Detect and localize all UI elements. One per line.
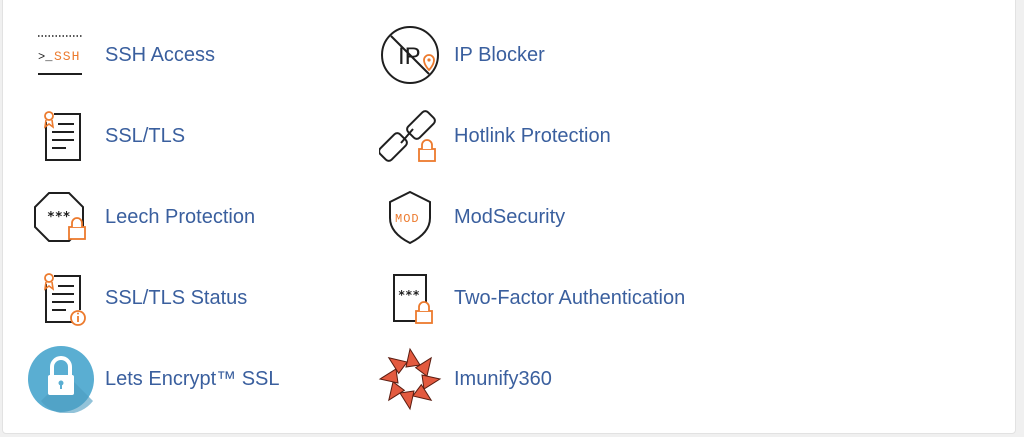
- ssh-access-label: SSH Access: [105, 43, 216, 66]
- lets-encrypt-label: Lets Encrypt™ SSL: [105, 367, 280, 390]
- certificate-icon: [27, 105, 95, 167]
- ssh-terminal-icon: >_ SSH: [27, 24, 95, 86]
- ip-blocked-icon: IP: [376, 24, 444, 86]
- ssh-access-link[interactable]: >_ SSH SSH Access: [27, 24, 215, 86]
- imunify-icon: [376, 347, 444, 411]
- mod-icon-text: MOD: [395, 212, 420, 226]
- hotlink-protection-label: Hotlink Protection: [454, 124, 611, 147]
- certificate-status-icon: [27, 267, 95, 329]
- chain-link-lock-icon: [376, 105, 444, 167]
- ssh-prompt-text: >_: [38, 50, 53, 64]
- stars-text: ***: [47, 210, 71, 225]
- imunify360-label: Imunify360: [454, 367, 552, 390]
- modsecurity-label: ModSecurity: [454, 205, 566, 228]
- stars-text-2fa: ***: [398, 288, 420, 302]
- ssl-tls-status-label: SSL/TLS Status: [105, 286, 248, 309]
- lets-encrypt-link[interactable]: Lets Encrypt™ SSL: [27, 346, 280, 413]
- two-factor-icon: ***: [376, 267, 444, 329]
- leech-protection-label: Leech Protection: [105, 205, 256, 228]
- ssh-icon-text: SSH: [54, 49, 80, 64]
- two-factor-label: Two-Factor Authentication: [454, 286, 686, 309]
- ssl-tls-status-link[interactable]: SSL/TLS Status: [27, 267, 247, 329]
- modsecurity-link[interactable]: MOD ModSecurity: [376, 186, 565, 248]
- leech-protection-link[interactable]: *** Leech Protection: [27, 186, 255, 248]
- imunify360-link[interactable]: Imunify360: [376, 347, 552, 411]
- ssl-tls-link[interactable]: SSL/TLS: [27, 105, 185, 167]
- ip-blocker-link[interactable]: IP IP Blocker: [376, 24, 545, 86]
- leech-lock-icon: ***: [27, 186, 95, 248]
- ip-blocker-label: IP Blocker: [454, 43, 545, 66]
- ssl-tls-label: SSL/TLS: [105, 124, 186, 147]
- ip-icon-text: IP: [398, 43, 421, 70]
- padlock-icon: [27, 346, 95, 413]
- two-factor-link[interactable]: *** Two-Factor Authentication: [376, 267, 685, 329]
- mod-shield-icon: MOD: [376, 186, 444, 248]
- hotlink-protection-link[interactable]: Hotlink Protection: [376, 105, 611, 167]
